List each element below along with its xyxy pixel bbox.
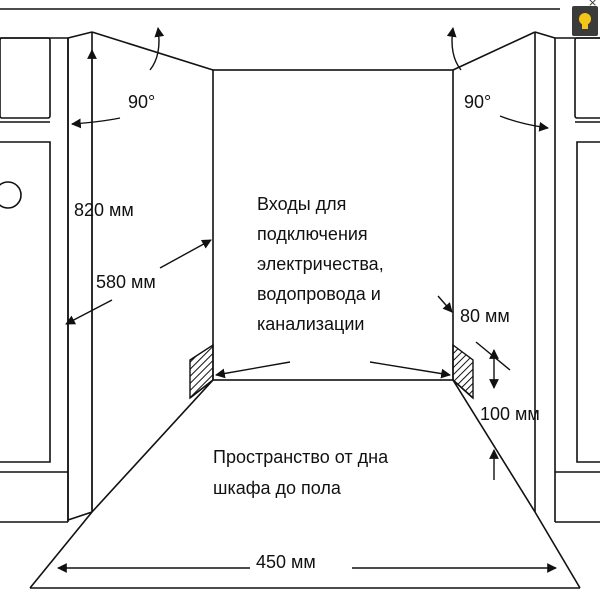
connections-line-3: электричества, [257,254,384,274]
hint-button[interactable] [572,6,598,36]
angle-left-label: 90° [128,92,155,112]
height-total-label: 820 мм [74,200,134,220]
angle-right-label: 90° [464,92,491,112]
height-min-dimension [65,239,212,325]
connections-line-1: Входы для [257,194,346,214]
rear-floor-dimension [215,361,451,379]
plinth-right [452,343,474,400]
connections-line-5: канализации [257,314,364,334]
plinth-left [189,343,214,400]
space-line-1: Пространство от дна [213,447,389,467]
lightbulb-icon [579,13,591,29]
height-min-label: 580 мм [96,272,156,292]
plinth-depth-label: 80 мм [460,306,510,326]
plinth-height-label: 100 мм [480,404,540,424]
connections-line-2: подключения [257,224,368,244]
width-label: 450 мм [256,552,316,572]
space-line-2: шкафа до пола [213,478,342,498]
connections-line-4: водопровода и [257,284,381,304]
close-icon[interactable]: × [588,0,598,9]
left-cabinet [0,31,93,523]
angle-left-arc [71,27,165,129]
angle-right-arc [446,27,549,132]
right-cabinet [534,31,600,523]
